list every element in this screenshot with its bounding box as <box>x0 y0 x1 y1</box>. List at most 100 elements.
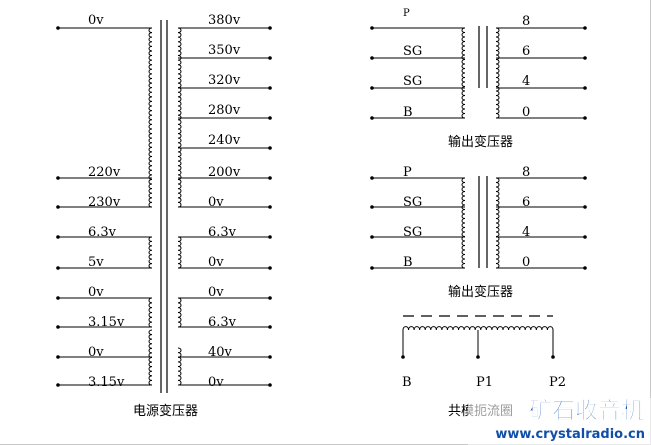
out1-primary-label: SG <box>403 44 422 59</box>
power-secondary-label: 0v <box>208 375 224 390</box>
power-primary-terminal-dot <box>56 235 60 239</box>
choke-terminal-dot <box>551 355 555 359</box>
out1-primary-label: SG <box>403 74 422 89</box>
power-secondary-terminal-dot <box>268 176 272 180</box>
out1-primary-terminal-dot <box>370 56 374 60</box>
power-secondary-terminal-dot <box>268 296 272 300</box>
out1-secondary-terminal-dot <box>583 26 587 30</box>
out2-secondary-label: 8 <box>522 165 530 180</box>
out2-secondary-label: 4 <box>522 225 530 240</box>
out2-secondary-coil <box>495 177 500 269</box>
power-primary-label: 6.3v <box>88 225 117 240</box>
power-secondary-terminal-dot <box>268 325 272 329</box>
power-secondary-terminal-dot <box>268 266 272 270</box>
out2-primary-terminal-dot <box>370 176 374 180</box>
power-secondary-label: 0v <box>208 285 224 300</box>
choke-terminal-dot <box>401 355 405 359</box>
power-primary-coil <box>148 27 153 208</box>
power-transformer-caption: 电源变压器 <box>133 403 198 419</box>
choke-terminal-dot <box>476 355 480 359</box>
out2-primary-terminal-dot <box>370 266 374 270</box>
power-secondary-terminal-dot <box>268 383 272 387</box>
out1-secondary-terminal-dot <box>583 86 587 90</box>
power-secondary-terminal-dot <box>268 205 272 209</box>
power-secondary-label: 200v <box>208 165 241 180</box>
out2-primary-terminal-dot <box>370 205 374 209</box>
out2-primary-label: P <box>403 165 412 180</box>
power-primary-label: 3.15v <box>88 375 125 390</box>
out1-secondary-terminal-dot <box>583 56 587 60</box>
out1-primary-label: P <box>403 8 410 19</box>
power-secondary-terminal-dot <box>268 26 272 30</box>
power-secondary-terminal-dot <box>268 355 272 359</box>
out1-secondary-label: 4 <box>522 74 530 89</box>
out2-primary-coil <box>461 177 466 269</box>
out2-caption: 输出变压器 <box>448 284 513 300</box>
out1-primary-terminal-dot <box>370 86 374 90</box>
out2-secondary-terminal-dot <box>583 235 587 239</box>
choke-label: B <box>402 375 412 390</box>
power-secondary-coil <box>177 347 182 386</box>
out2-secondary-label: 0 <box>522 255 530 270</box>
power-primary-terminal-dot <box>56 355 60 359</box>
power-secondary-terminal-dot <box>268 56 272 60</box>
out2-primary-terminal-dot <box>370 235 374 239</box>
power-primary-label: 0v <box>88 345 104 360</box>
power-primary-label: 0v <box>88 285 104 300</box>
power-primary-label: 3.15v <box>88 315 125 330</box>
power-primary-terminal-dot <box>56 266 60 270</box>
power-secondary-label: 380v <box>208 13 241 28</box>
power-transformer: 0v 220v 230v 6.3v 5v 0v 3.15v 0v 3.15v 3… <box>56 13 272 419</box>
power-secondary-label: 6.3v <box>208 315 237 330</box>
power-secondary-coil <box>177 297 182 328</box>
out1-secondary-terminal-dot <box>583 116 587 120</box>
power-primary-terminal-dot <box>56 26 60 30</box>
power-secondary-label: 40v <box>208 345 233 360</box>
power-secondary-coil <box>177 236 182 269</box>
power-secondary-terminal-dot <box>268 146 272 150</box>
choke-label: P1 <box>476 375 493 390</box>
power-secondary-label: 240v <box>208 133 241 148</box>
watermark-url: www.crystalradio.cn <box>495 427 645 442</box>
choke-label: P2 <box>549 375 566 390</box>
out1-secondary-coil <box>495 27 500 119</box>
power-secondary-terminal-dot <box>268 235 272 239</box>
output-transformer-1: P SG SG B 8 6 4 0 输出变压器 <box>370 8 587 150</box>
output-transformer-2: P SG SG B 8 6 4 0 输出变压器 <box>370 165 587 300</box>
power-secondary-terminal-dot <box>268 116 272 120</box>
out2-primary-label: B <box>403 255 413 270</box>
power-secondary-terminal-dot <box>268 86 272 90</box>
choke-coil <box>402 326 554 331</box>
out1-primary-coil <box>461 27 466 119</box>
power-secondary-label: 0v <box>208 195 224 210</box>
watermark-backdrop <box>468 398 651 445</box>
out2-primary-label: SG <box>403 195 422 210</box>
out1-secondary-label: 8 <box>522 14 530 29</box>
power-primary-coil <box>148 236 153 269</box>
out2-secondary-label: 6 <box>522 195 530 210</box>
out2-secondary-terminal-dot <box>583 205 587 209</box>
out1-secondary-label: 0 <box>522 105 530 120</box>
out2-secondary-terminal-dot <box>583 266 587 270</box>
power-primary-label: 230v <box>88 195 121 210</box>
power-primary-coil <box>148 297 153 328</box>
site-watermark: 矿石收音机 www.crystalradio.cn <box>468 397 651 445</box>
out1-primary-label: B <box>403 105 413 120</box>
out1-primary-terminal-dot <box>370 26 374 30</box>
power-primary-label: 5v <box>88 255 104 270</box>
power-primary-terminal-dot <box>56 176 60 180</box>
out2-primary-label: SG <box>403 225 422 240</box>
power-primary-terminal-dot <box>56 205 60 209</box>
power-primary-label: 220v <box>88 165 121 180</box>
power-secondary-label: 350v <box>208 43 241 58</box>
power-primary-terminal-dot <box>56 325 60 329</box>
out1-caption: 输出变压器 <box>448 134 513 150</box>
out1-secondary-label: 6 <box>522 44 530 59</box>
watermark-title: 矿石收音机 <box>529 397 644 424</box>
power-secondary-label: 0v <box>208 255 224 270</box>
power-primary-label: 0v <box>88 13 104 28</box>
power-secondary-label: 320v <box>208 73 241 88</box>
out2-secondary-terminal-dot <box>583 176 587 180</box>
